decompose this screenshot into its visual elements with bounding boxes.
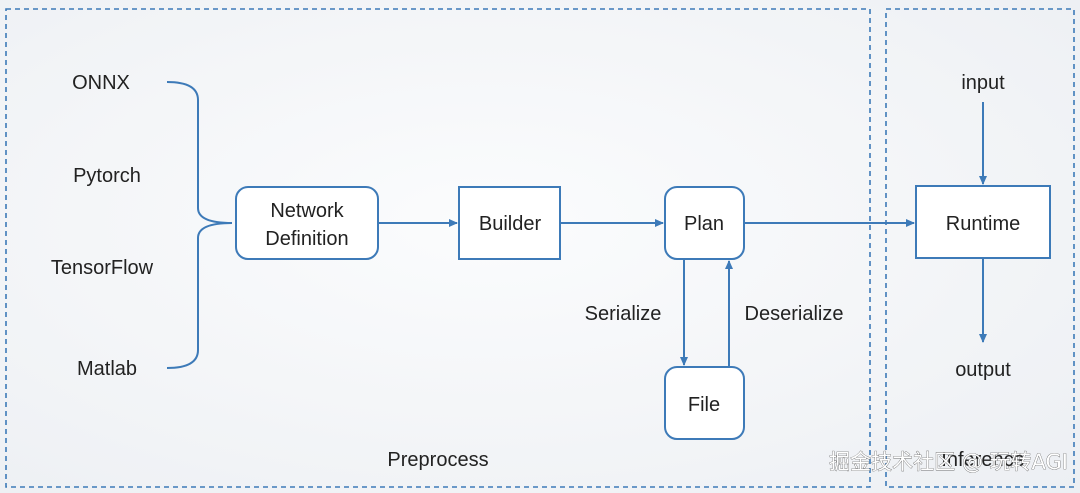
preprocess-label: Preprocess (387, 449, 488, 471)
inference-region (885, 8, 1075, 488)
serialize-label: Serialize (585, 303, 662, 325)
network-definition-label-line2: Definition (265, 228, 348, 250)
source-tensorflow: TensorFlow (51, 257, 154, 279)
source-brace (166, 81, 233, 369)
input-label: input (961, 72, 1005, 94)
runtime-label: Runtime (946, 213, 1020, 235)
deserialize-label: Deserialize (745, 303, 844, 325)
inference-label: Inference (941, 449, 1024, 471)
source-onnx: ONNX (72, 72, 130, 94)
runtime-node (915, 185, 1051, 259)
file-node (664, 366, 745, 440)
file-label: File (688, 394, 720, 416)
builder-label: Builder (479, 213, 542, 235)
watermark: 掘金技术社区 @ 玩转AGI (829, 450, 1068, 474)
output-label: output (955, 359, 1011, 381)
builder-node (458, 186, 561, 260)
network-definition-label-line1: Network (270, 200, 344, 222)
preprocess-region (5, 8, 871, 488)
source-pytorch: Pytorch (73, 165, 141, 187)
plan-label: Plan (684, 213, 724, 235)
source-matlab: Matlab (77, 358, 137, 380)
